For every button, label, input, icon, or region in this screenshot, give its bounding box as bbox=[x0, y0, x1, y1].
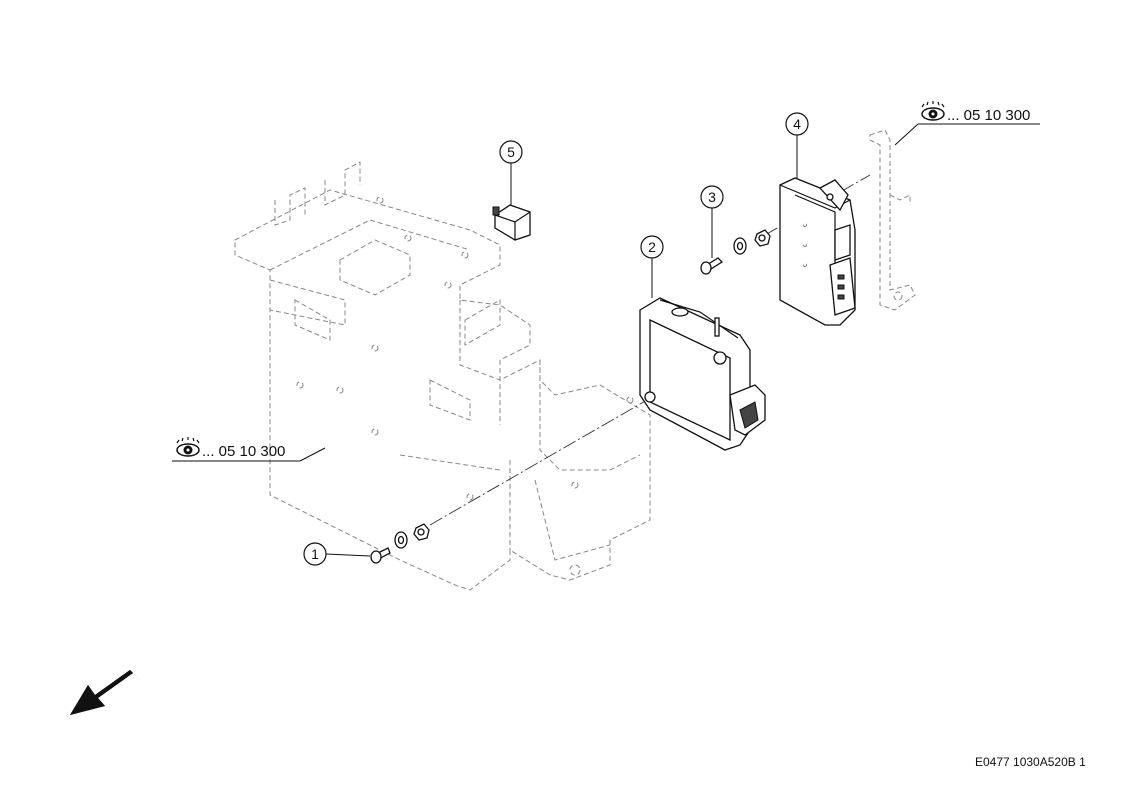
eye-icon bbox=[176, 437, 200, 457]
control-module-part-2 bbox=[639, 297, 766, 451]
callout-4: 4 bbox=[785, 112, 809, 178]
main-frame bbox=[234, 161, 651, 591]
drawing-id: E0477 1030A520B 1 bbox=[975, 755, 1086, 769]
right-bracket bbox=[869, 129, 916, 311]
reference-left-text: ... 05 10 300 bbox=[202, 443, 285, 460]
centerline-3 bbox=[764, 174, 871, 236]
callout-2: 2 bbox=[640, 235, 664, 298]
callout-5: 5 bbox=[499, 140, 523, 205]
callout-3: 3 bbox=[700, 185, 724, 258]
callout-3-label: 3 bbox=[708, 189, 716, 205]
connector-module-part-4 bbox=[779, 177, 856, 326]
relay-part-5 bbox=[492, 204, 531, 241]
reference-top-right: ... 05 10 300 bbox=[894, 101, 1040, 146]
callout-2-label: 2 bbox=[648, 239, 656, 255]
fastener-set-part-1 bbox=[370, 523, 430, 564]
reference-top-right-text: ... 05 10 300 bbox=[947, 107, 1030, 124]
orientation-arrow-icon bbox=[70, 670, 140, 715]
reference-left: ... 05 10 300 bbox=[172, 437, 326, 462]
callout-4-label: 4 bbox=[793, 116, 801, 132]
callout-1: 1 bbox=[303, 542, 371, 566]
callout-5-label: 5 bbox=[507, 144, 515, 160]
eye-icon bbox=[921, 101, 945, 121]
fastener-set-part-3 bbox=[700, 229, 771, 275]
callout-1-label: 1 bbox=[311, 546, 319, 562]
centerline-1 bbox=[429, 357, 721, 526]
